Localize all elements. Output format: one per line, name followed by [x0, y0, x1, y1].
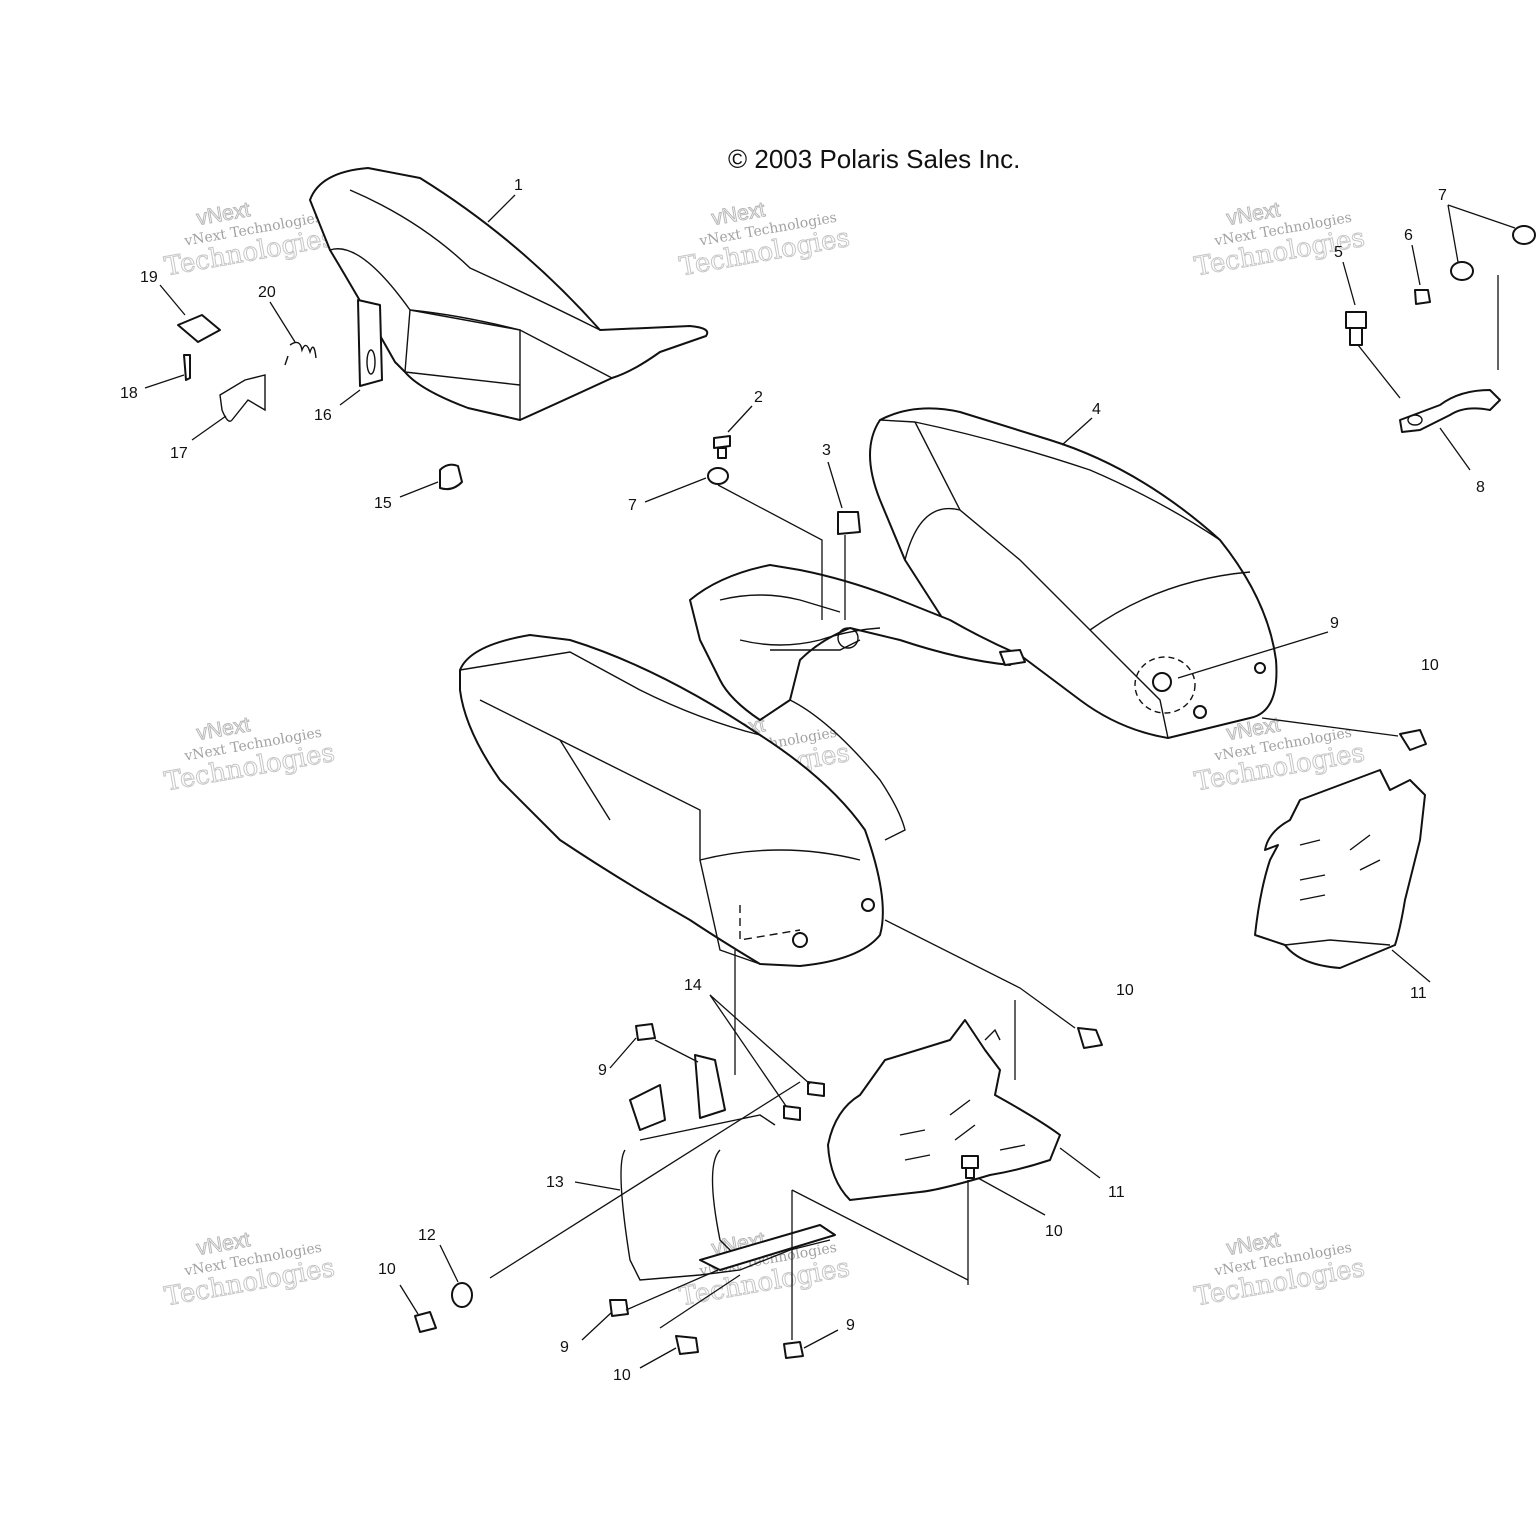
- grommet: [439, 463, 463, 491]
- latch: [219, 374, 266, 422]
- clip-plate: [177, 314, 221, 343]
- callout-9-fender: 9: [1330, 615, 1339, 632]
- callout-7-center: 7: [628, 497, 637, 514]
- nut: [783, 1341, 804, 1359]
- callout-10-bottom: 10: [613, 1367, 631, 1384]
- callout-9-bottom-left: 9: [560, 1339, 569, 1356]
- callout-19: 19: [140, 269, 158, 286]
- callout-16: 16: [314, 407, 332, 424]
- callout-9-left: 9: [598, 1062, 607, 1079]
- callout-20: 20: [258, 284, 276, 301]
- fender-frame-part: [689, 564, 1026, 721]
- callout-12: 12: [418, 1227, 436, 1244]
- spacer: [807, 1081, 825, 1097]
- bolt: [675, 1335, 699, 1355]
- rear-fender-part: [869, 407, 1278, 739]
- nut: [635, 1023, 656, 1041]
- callout-3: 3: [822, 442, 831, 459]
- callout-4: 4: [1092, 401, 1101, 418]
- nut: [609, 1299, 629, 1317]
- footwell-guard-part: [1254, 769, 1426, 969]
- copyright-notice: © 2003 Polaris Sales Inc.: [728, 144, 1020, 174]
- callout-1: 1: [514, 177, 523, 194]
- bolt: [961, 1155, 979, 1179]
- callout-10-bottom-left: 10: [378, 1261, 396, 1278]
- callout-10-right: 10: [1421, 657, 1439, 674]
- leader-lines: [144, 194, 1516, 1369]
- spacer: [783, 1105, 801, 1121]
- callout-11-right: 11: [1410, 985, 1427, 1002]
- mounting-bracket-part: [1399, 389, 1501, 433]
- callout-5: 5: [1334, 244, 1343, 261]
- bolt: [1345, 311, 1367, 346]
- grommet: [837, 511, 861, 535]
- hardware-items: [177, 225, 1536, 1359]
- callout-14: 14: [684, 977, 702, 994]
- spring: [284, 341, 317, 366]
- callout-7-top: 7: [1438, 187, 1447, 204]
- washer: [451, 1282, 473, 1308]
- bolt: [713, 435, 731, 459]
- callout-9-bottom-right: 9: [846, 1317, 855, 1334]
- washer: [1512, 225, 1536, 245]
- callout-17: 17: [170, 445, 188, 462]
- callout-8: 8: [1476, 479, 1485, 496]
- bolt: [1077, 1027, 1103, 1049]
- nut: [1414, 289, 1431, 305]
- left-fender-part: [459, 634, 906, 967]
- callout-2: 2: [754, 389, 763, 406]
- washer: [707, 467, 729, 485]
- footrest-bracket-part: [620, 1054, 836, 1281]
- washer: [1450, 261, 1474, 281]
- callout-11-center: 11: [1108, 1184, 1125, 1201]
- callout-10-center: 10: [1116, 982, 1134, 999]
- footwell-guard-center-part: [827, 1019, 1061, 1201]
- seat-part: [309, 167, 709, 421]
- callout-10-skid: 10: [1045, 1223, 1063, 1240]
- callout-13: 13: [546, 1174, 564, 1191]
- bolt: [414, 1311, 437, 1333]
- pin: [183, 354, 191, 381]
- bolt: [1399, 729, 1427, 751]
- callout-labels: 1 2 3 4 5 6 7 7 8 9 9 9 9 10 10 10 10 10…: [120, 177, 1485, 1384]
- callout-6: 6: [1404, 227, 1413, 244]
- callout-18: 18: [120, 385, 138, 402]
- callout-15: 15: [374, 495, 392, 512]
